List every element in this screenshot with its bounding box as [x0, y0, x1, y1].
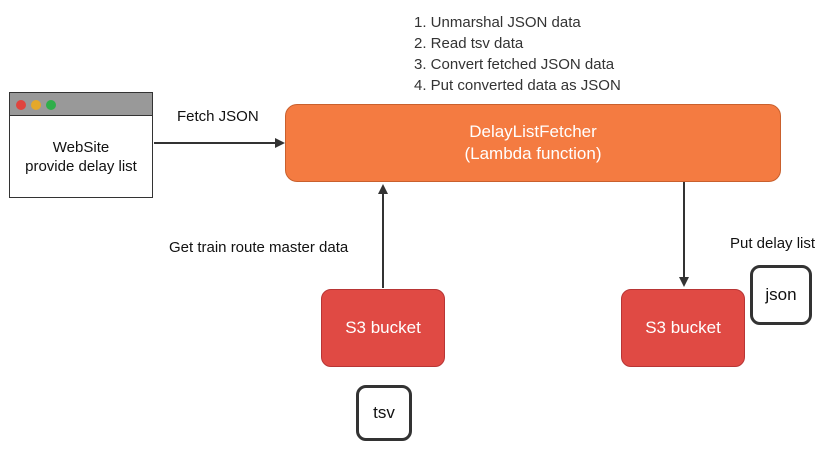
tsv-file-label: tsv: [373, 403, 395, 422]
lambda-function-node: DelayListFetcher (Lambda function): [285, 104, 781, 182]
step-item: 2. Read tsv data: [414, 35, 524, 52]
website-title: WebSite: [52, 138, 110, 156]
put-delay-list-label: Put delay list: [730, 235, 816, 252]
website-label: WebSite provide delay list: [10, 116, 152, 197]
close-dot-icon: [16, 100, 26, 110]
s3-bucket-output-node: S3 bucket: [621, 289, 745, 367]
fetch-json-label: Fetch JSON: [177, 108, 259, 125]
step-item: 3. Convert fetched JSON data: [414, 56, 615, 73]
s3-bucket-label: S3 bucket: [345, 318, 421, 337]
browser-title-bar: [10, 93, 152, 116]
json-file-icon: json: [750, 265, 812, 325]
website-node: WebSite provide delay list: [9, 92, 153, 198]
step-item: 4. Put converted data as JSON: [414, 77, 621, 94]
json-file-label: json: [765, 285, 797, 304]
lambda-subtitle: (Lambda function): [464, 144, 602, 163]
processing-steps-list: 1. Unmarshal JSON data 2. Read tsv data …: [414, 12, 621, 96]
maximize-dot-icon: [46, 100, 56, 110]
s3-bucket-label: S3 bucket: [645, 318, 721, 337]
tsv-file-icon: tsv: [356, 385, 412, 441]
minimize-dot-icon: [31, 100, 41, 110]
step-item: 1. Unmarshal JSON data: [414, 14, 581, 31]
s3-bucket-master-node: S3 bucket: [321, 289, 445, 367]
website-subtitle: provide delay list: [25, 157, 137, 175]
lambda-name: DelayListFetcher: [469, 122, 597, 141]
get-master-data-label: Get train route master data: [169, 239, 349, 256]
